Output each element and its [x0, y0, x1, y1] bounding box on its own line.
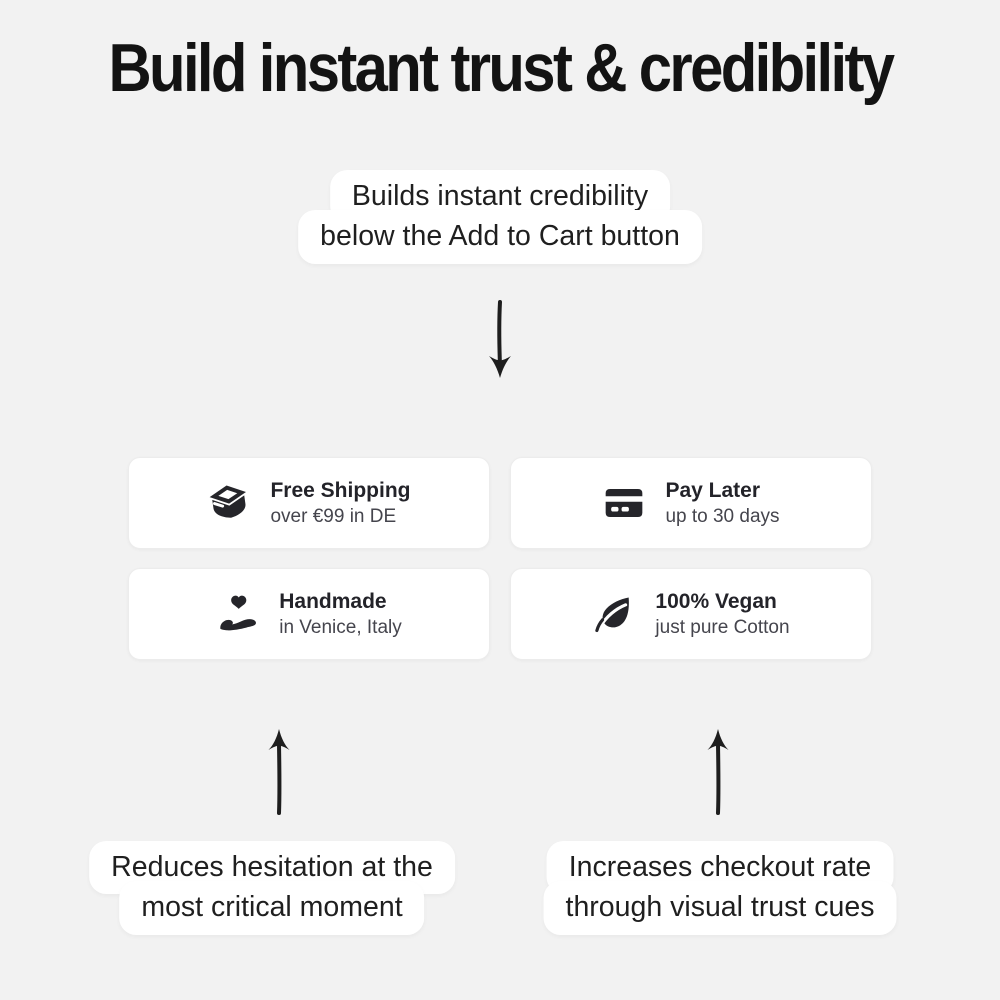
leaf-icon: [592, 592, 636, 636]
trust-badge-handmade: Handmade in Venice, Italy: [128, 568, 490, 660]
badge-subtitle: just pure Cotton: [655, 617, 790, 638]
badge-text: 100% Vegan just pure Cotton: [655, 588, 789, 640]
bottom-left-callout-line-2: most critical moment: [119, 881, 425, 935]
arrow-down-icon: [486, 298, 514, 387]
badge-text: Handmade in Venice, Italy: [279, 588, 402, 640]
top-callout: Builds instant credibility below the Add…: [298, 170, 702, 264]
trust-badge-grid: Free Shipping over €99 in DE Pay Later u…: [128, 457, 872, 660]
bottom-right-callout: Increases checkout rate through visual t…: [543, 841, 897, 935]
arrow-up-icon: [703, 725, 733, 822]
badge-subtitle: up to 30 days: [665, 506, 780, 527]
badge-subtitle: in Venice, Italy: [279, 617, 402, 638]
trust-badge-pay-later: Pay Later up to 30 days: [510, 457, 872, 549]
credit-card-icon: [602, 481, 646, 525]
badge-text: Pay Later up to 30 days: [665, 477, 779, 529]
bottom-left-callout: Reduces hesitation at the most critical …: [89, 841, 455, 935]
hand-heart-icon: [216, 592, 260, 636]
package-icon: [207, 481, 251, 525]
badge-title: Free Shipping: [270, 479, 411, 502]
badge-title: 100% Vegan: [655, 590, 777, 613]
badge-text: Free Shipping over €99 in DE: [270, 477, 410, 529]
arrow-up-icon: [264, 725, 294, 822]
top-callout-line-2: below the Add to Cart button: [298, 210, 702, 264]
badge-subtitle: over €99 in DE: [270, 506, 397, 527]
trust-badge-free-shipping: Free Shipping over €99 in DE: [128, 457, 490, 549]
page-title-text: Build instant trust & credibility: [108, 30, 895, 106]
badge-title: Pay Later: [665, 479, 761, 502]
page-title: Build instant trust & credibility: [0, 34, 1000, 102]
badge-title: Handmade: [279, 590, 387, 613]
trust-badge-vegan: 100% Vegan just pure Cotton: [510, 568, 872, 660]
bottom-right-callout-line-2: through visual trust cues: [543, 881, 897, 935]
